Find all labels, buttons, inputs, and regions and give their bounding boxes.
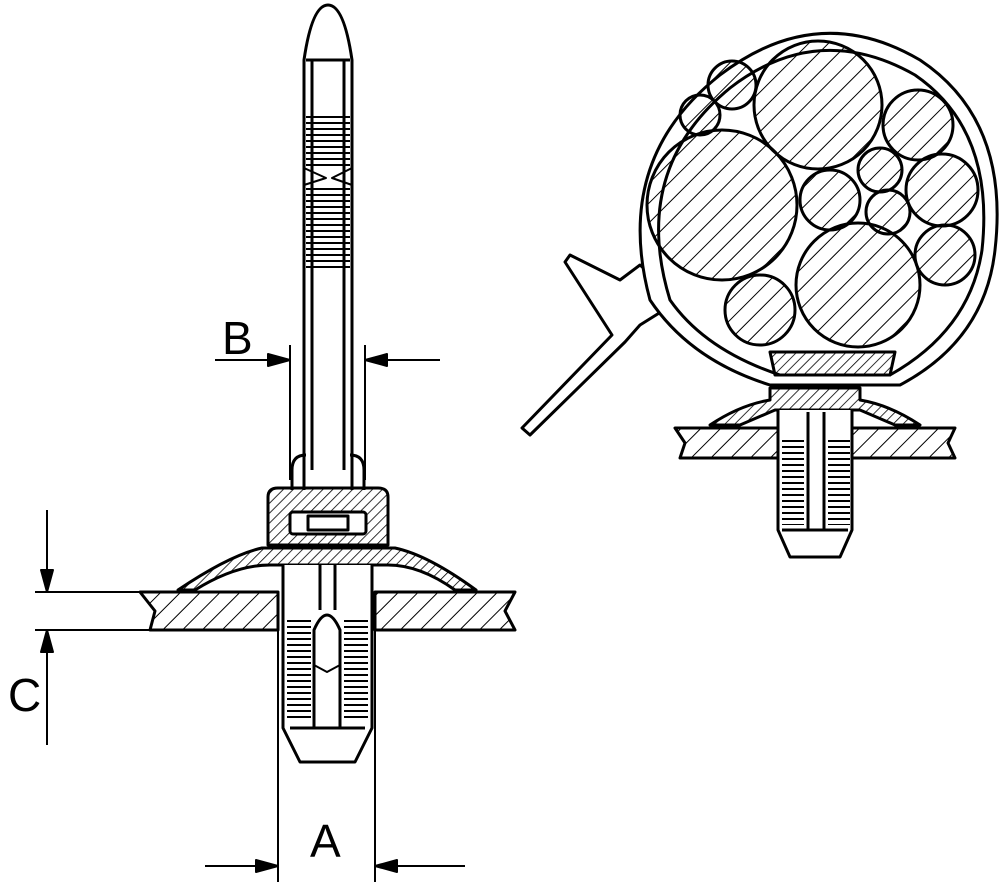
panel xyxy=(673,426,780,460)
panel-left xyxy=(138,590,280,632)
panel-right xyxy=(373,590,517,632)
tie-tail xyxy=(520,253,682,437)
skirt xyxy=(176,546,478,592)
side-section-view xyxy=(35,3,517,882)
dimension-label-a: A xyxy=(310,815,341,867)
tie-strap xyxy=(302,3,354,490)
dimension-label-b: B xyxy=(222,312,253,364)
cable-bundle xyxy=(645,39,980,349)
dimension-a xyxy=(205,630,465,882)
mounted-bundle-view xyxy=(520,31,999,559)
dimension-b xyxy=(215,345,440,480)
dimension-label-c: C xyxy=(8,669,42,721)
dimension-c xyxy=(35,510,150,745)
